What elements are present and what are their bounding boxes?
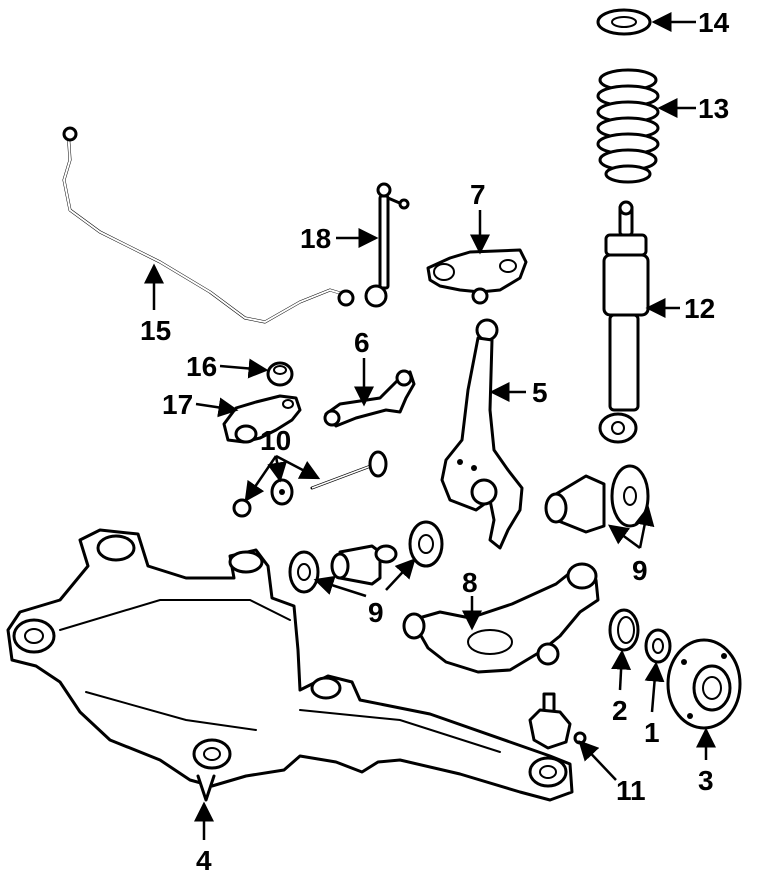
stabilizer-bracket <box>222 394 302 444</box>
callout-2: 2 <box>612 695 628 726</box>
callout-labels: 14 13 12 15 18 7 5 6 16 17 10 9 9 8 2 1 … <box>140 7 730 876</box>
bushing-left <box>288 550 320 594</box>
upper-mount-bracket <box>426 248 528 305</box>
stabilizer-link <box>364 182 410 308</box>
steering-knuckle <box>440 318 524 550</box>
wheel-hub <box>666 638 742 730</box>
lower-link <box>323 369 416 428</box>
callout-9-center: 9 <box>368 597 384 628</box>
callout-17: 17 <box>162 389 193 420</box>
control-arm <box>402 562 600 674</box>
callout-12: 12 <box>684 293 715 324</box>
ball-joint <box>528 692 587 750</box>
wheel-bearing <box>644 628 672 664</box>
callout-8: 8 <box>462 567 478 598</box>
callout-7: 7 <box>470 179 486 210</box>
callout-9-right: 9 <box>632 555 648 586</box>
callout-16: 16 <box>186 351 217 382</box>
callout-1: 1 <box>644 717 660 748</box>
bushing-center <box>330 544 398 586</box>
callout-4: 4 <box>196 845 212 876</box>
callout-14: 14 <box>698 7 730 38</box>
callout-6: 6 <box>354 327 370 358</box>
bushing-large <box>544 464 650 534</box>
subframe <box>6 528 574 802</box>
stabilizer-bar <box>62 126 355 324</box>
callout-11: 11 <box>616 775 646 806</box>
bushing-right <box>408 520 444 568</box>
spring-upper-mount <box>596 8 652 36</box>
bushing-16 <box>266 361 294 387</box>
callout-13: 13 <box>698 93 729 124</box>
callout-3: 3 <box>698 765 714 796</box>
callout-10: 10 <box>260 425 291 456</box>
callout-18: 18 <box>300 223 331 254</box>
callout-5: 5 <box>532 377 548 408</box>
leader-lines <box>144 12 716 840</box>
callout-15: 15 <box>140 315 171 346</box>
bolt-assembly <box>232 450 388 518</box>
seal <box>608 608 640 652</box>
shock-absorber <box>598 200 650 444</box>
coil-spring <box>596 68 660 184</box>
